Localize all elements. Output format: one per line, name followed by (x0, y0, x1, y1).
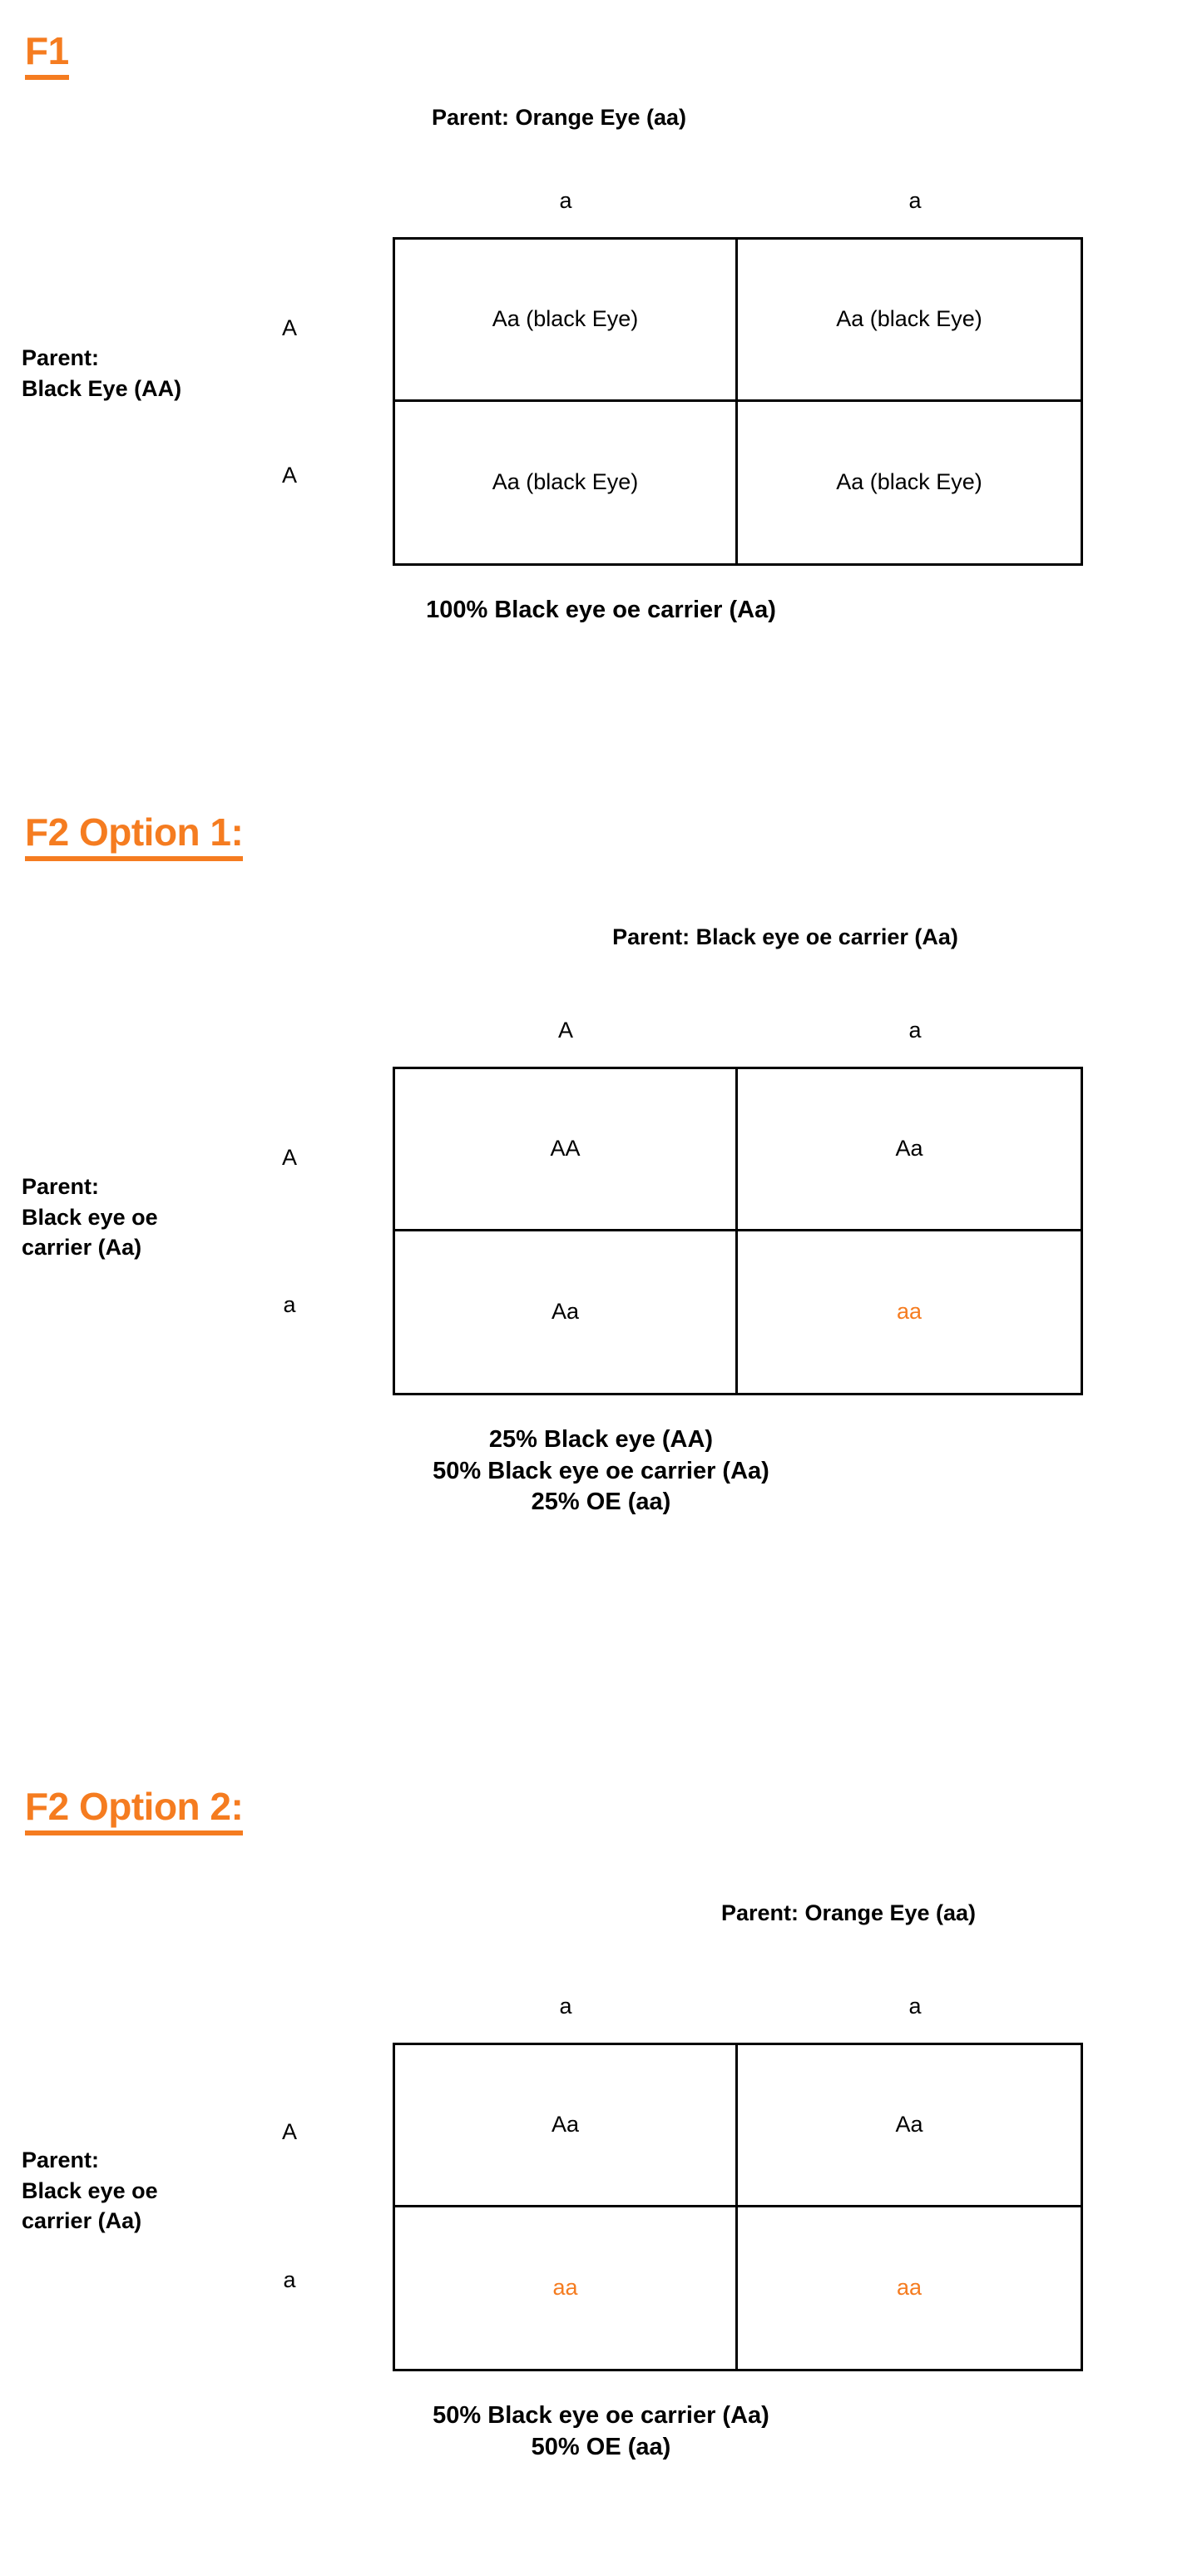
side-parent-label-f2-option-1: Parent: Black eye oe carrier (Aa) (22, 1174, 158, 1261)
section-heading-f2-option-2: F2 Option 2: (25, 1787, 244, 1835)
column-allele-f2o1-1: a (908, 1018, 922, 1043)
section-heading-f1: F1 (25, 32, 69, 80)
column-allele-f2o2-0: a (559, 1994, 572, 2019)
result-line-f2o1-0: 25% Black eye (AA) (488, 1426, 714, 1453)
punnett-cell-f2o1-2: Aa (395, 1231, 738, 1393)
punnett-grid-f2-option-1: AA Aa Aa aa (393, 1067, 1083, 1395)
result-line-f2o2-0: 50% Black eye oe carrier (Aa) (433, 2402, 769, 2429)
top-parent-label-f2-option-1: Parent: Black eye oe carrier (Aa) (612, 924, 958, 949)
column-allele-f2o1-0: A (557, 1018, 573, 1043)
punnett-cell-f2o2-0: Aa (395, 2045, 738, 2207)
punnett-cell-f2o1-1: Aa (738, 1069, 1081, 1231)
section-heading-f2-option-1: F2 Option 1: (25, 813, 244, 861)
row-allele-f1-0: A (281, 315, 297, 340)
row-allele-f2o2-1: a (283, 2267, 296, 2292)
result-line-f2o2-1: 50% OE (aa) (531, 2433, 671, 2460)
row-allele-f1-1: A (281, 463, 297, 488)
side-parent-label-f2-option-2: Parent: Black eye oe carrier (Aa) (22, 2147, 158, 2234)
punnett-cell-f2o1-0: AA (395, 1069, 738, 1231)
results-f1: 100% Black eye oe carrier (Aa) (0, 595, 1202, 627)
side-parent-label-f1: Parent: Black Eye (AA) (22, 345, 182, 401)
row-allele-f2o2-0: A (281, 2119, 297, 2144)
punnett-cell-f2o2-2: aa (395, 2207, 738, 2369)
result-line-f1-0: 100% Black eye oe carrier (Aa) (426, 597, 776, 623)
column-allele-f2o2-1: a (908, 1994, 922, 2019)
row-allele-f2o1-0: A (281, 1145, 297, 1170)
punnett-cell-f1-1: Aa (black Eye) (738, 240, 1081, 402)
results-f2-option-2: 50% Black eye oe carrier (Aa) 50% OE (aa… (0, 2400, 1202, 2463)
column-allele-f1-1: a (908, 188, 922, 213)
punnett-grid-f1: Aa (black Eye) Aa (black Eye) Aa (black … (393, 237, 1083, 566)
column-allele-f1-0: a (559, 188, 572, 213)
punnett-cell-f1-3: Aa (black Eye) (836, 469, 982, 495)
punnett-cell-f2o2-1: Aa (738, 2045, 1081, 2207)
results-f2-option-1: 25% Black eye (AA) 50% Black eye oe carr… (0, 1424, 1202, 1518)
row-allele-f2o1-1: a (283, 1292, 296, 1317)
punnett-cell-f2o2-3: aa (896, 2275, 923, 2301)
punnett-cell-f1-2: Aa (black Eye) (395, 401, 738, 563)
result-line-f2o1-1: 50% Black eye oe carrier (Aa) (433, 1457, 769, 1484)
top-parent-label-f2-option-2: Parent: Orange Eye (aa) (720, 1900, 977, 1925)
result-line-f2o1-2: 25% OE (aa) (531, 1489, 671, 1516)
punnett-cell-f1-0: Aa (black Eye) (395, 240, 738, 402)
top-parent-label-f1: Parent: Orange Eye (aa) (431, 105, 687, 130)
punnett-cell-f2o1-3: aa (896, 1299, 923, 1325)
punnett-grid-f2-option-2: Aa Aa aa aa (393, 2043, 1083, 2371)
